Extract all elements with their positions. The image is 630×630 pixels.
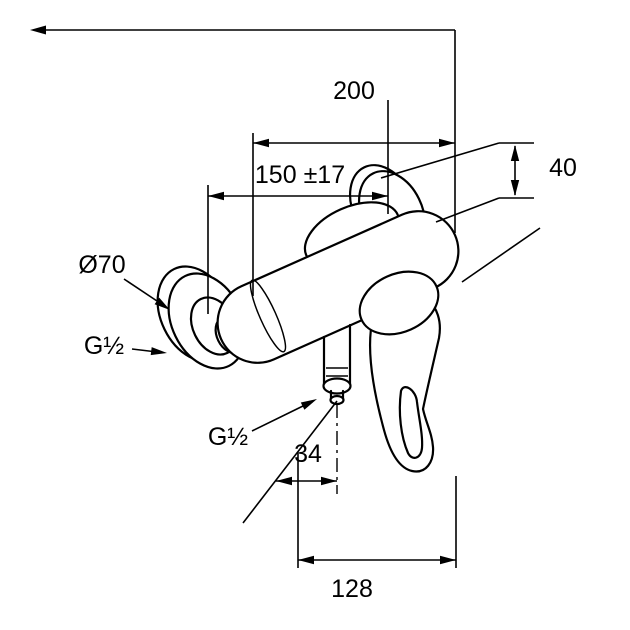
- arrowhead: [510, 145, 520, 161]
- top-left-arrowhead: [30, 25, 46, 35]
- arrowhead: [372, 191, 388, 201]
- arrowhead: [510, 180, 520, 196]
- arrowhead: [300, 399, 317, 410]
- extension-line: [380, 142, 500, 179]
- arrowhead: [154, 297, 170, 310]
- arrowhead: [208, 191, 224, 201]
- dim-128-label: 128: [331, 575, 373, 603]
- arrowhead: [150, 347, 167, 356]
- dimension-34: 34: [242, 400, 338, 524]
- label-thread-left: G½: [84, 332, 167, 360]
- label-thread-bottom: G½: [208, 399, 317, 451]
- dim-150-label: 150 ±17: [255, 161, 345, 189]
- dimension-150: 150 ±17: [207, 100, 389, 314]
- wall-reference-lines: [30, 25, 541, 283]
- handle-cutout: [398, 386, 424, 459]
- arrowhead: [298, 555, 314, 565]
- shower-mixer-drawing: [156, 164, 460, 473]
- dimension-128: 128: [297, 452, 457, 603]
- extension-line: [435, 197, 500, 223]
- leader-line: [131, 348, 154, 353]
- label-diameter-70: Ø70: [78, 251, 170, 310]
- leader-line: [251, 405, 304, 432]
- arrowhead: [253, 138, 269, 148]
- outlet-stub-ellipse: [329, 394, 345, 406]
- mixer-body: [216, 210, 460, 364]
- handle-base: [358, 270, 440, 336]
- body-seam: [249, 279, 287, 353]
- arrowhead: [440, 555, 456, 565]
- arrowhead: [439, 138, 455, 148]
- arrowhead: [321, 476, 337, 486]
- dim-40-label: 40: [549, 154, 577, 182]
- thread-bottom-label: G½: [208, 423, 248, 451]
- thread-left-label: G½: [84, 332, 124, 360]
- escutcheon-diameter-label: Ø70: [78, 251, 125, 279]
- leader-line: [123, 278, 161, 304]
- extension-line-diagonal: [242, 400, 338, 524]
- dimension-40: 40: [380, 142, 577, 223]
- dim-200-label: 200: [333, 77, 375, 105]
- dimension-200: 200: [252, 77, 455, 296]
- outlet-ellipse: [322, 377, 352, 395]
- wall-diagonal-line: [461, 227, 541, 283]
- arrowhead: [276, 476, 292, 486]
